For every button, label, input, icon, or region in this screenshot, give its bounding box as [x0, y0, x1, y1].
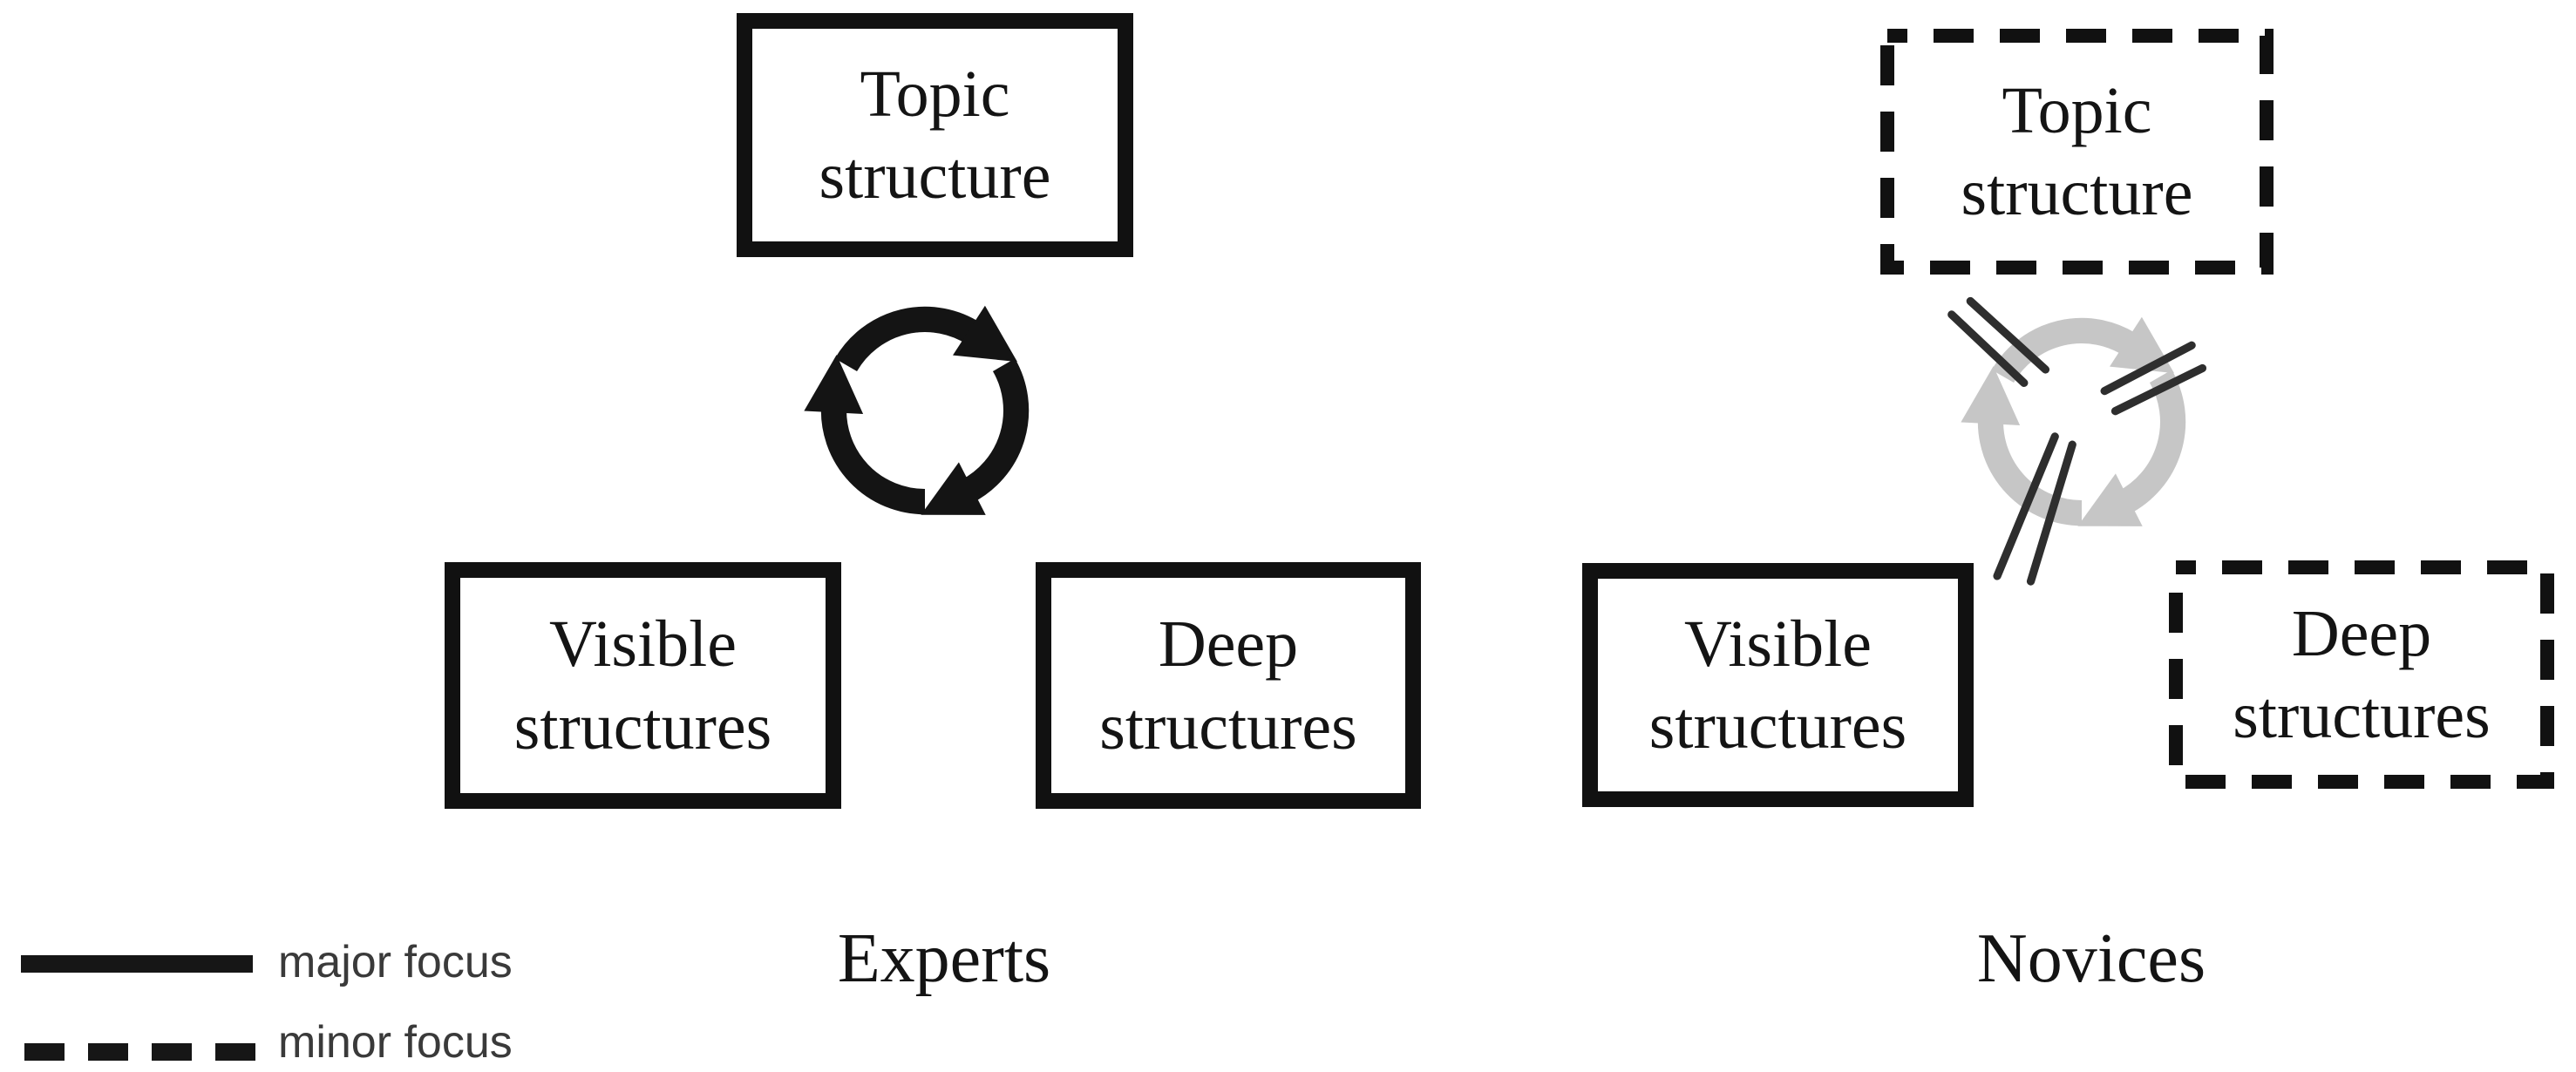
- novices-deep-structures-label: Deep structures: [2233, 596, 2491, 752]
- experts-topic-structure-box: Topic structure: [737, 13, 1133, 257]
- experts-topic-structure-label: Topic structure: [819, 57, 1051, 213]
- broken-cycle-arrows-icon: [1907, 296, 2256, 586]
- legend-major-focus-label: major focus: [278, 937, 513, 987]
- novices-topic-structure-label: Topic structure: [1961, 73, 2193, 229]
- legend-solid-line-swatch: [21, 955, 253, 973]
- experts-deep-structures-box: Deep structures: [1036, 562, 1421, 809]
- experts-visible-structures-box: Visible structures: [445, 562, 841, 809]
- experts-visible-structures-label: Visible structures: [513, 607, 772, 763]
- legend-dashed-line-swatch: [24, 1043, 255, 1061]
- legend-minor-focus-label: minor focus: [278, 1017, 513, 1068]
- novices-visible-structures-label: Visible structures: [1648, 607, 1907, 763]
- novices-visible-structures-box: Visible structures: [1582, 563, 1974, 807]
- novices-topic-structure-box: Topic structure: [1880, 29, 2274, 275]
- cycle-arrows-icon: [751, 236, 1099, 585]
- dashed-border: [2169, 560, 2554, 789]
- novices-panel-label: Novices: [1976, 920, 2206, 997]
- break-marks-icon: [1947, 296, 2207, 586]
- novices-deep-structures-box: Deep structures: [2169, 560, 2554, 789]
- experts-deep-structures-label: Deep structures: [1099, 607, 1357, 763]
- dashed-border: [1880, 29, 2274, 275]
- experts-panel-label: Experts: [837, 920, 1051, 997]
